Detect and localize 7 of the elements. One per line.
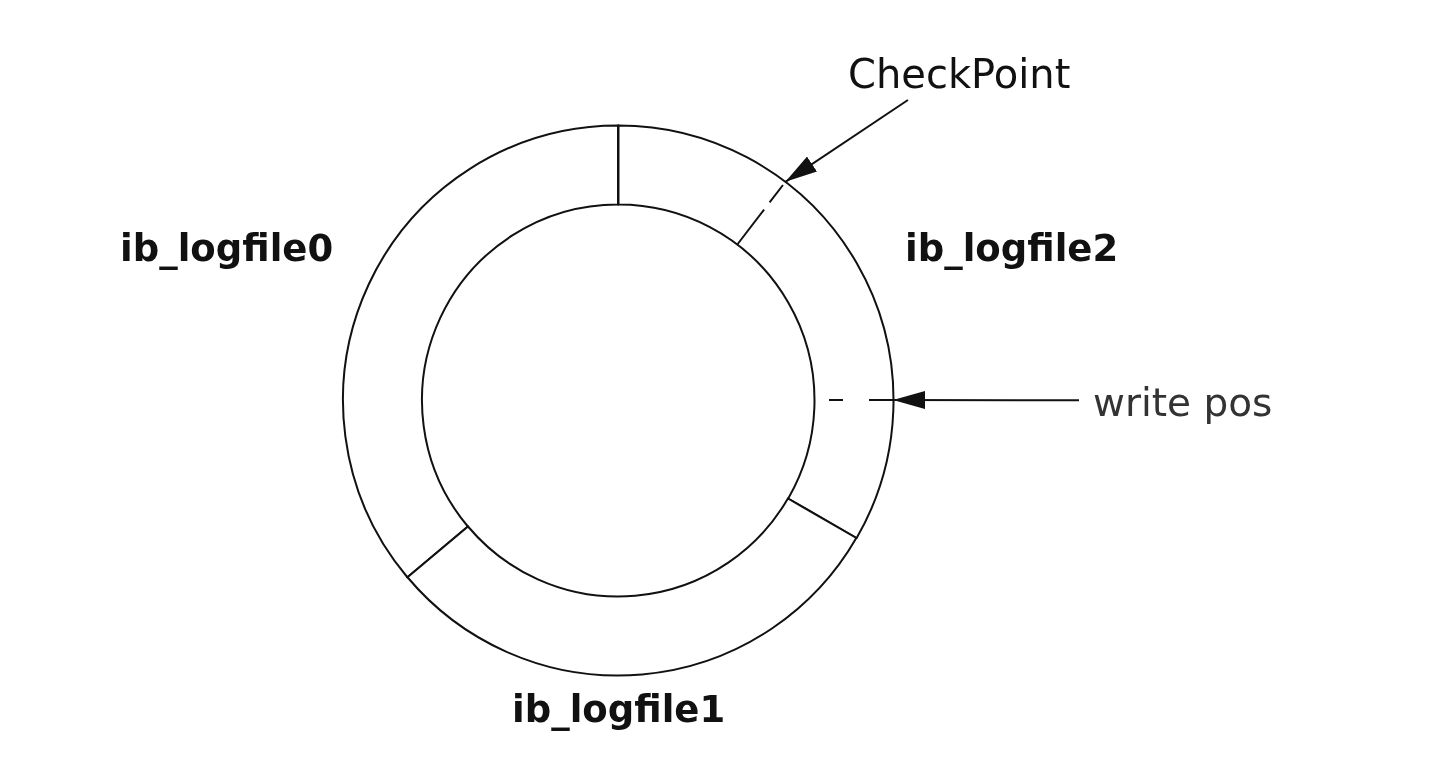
segment-label: ib_logfile2 xyxy=(905,227,1119,272)
segment-label: ib_logfile1 xyxy=(512,688,726,733)
annotation-label: CheckPoint xyxy=(848,50,1071,98)
arrow xyxy=(892,391,1080,410)
arrow xyxy=(784,99,909,183)
segment-label: ib_logfile0 xyxy=(120,227,334,272)
annotation-label: write pos xyxy=(1093,380,1273,427)
